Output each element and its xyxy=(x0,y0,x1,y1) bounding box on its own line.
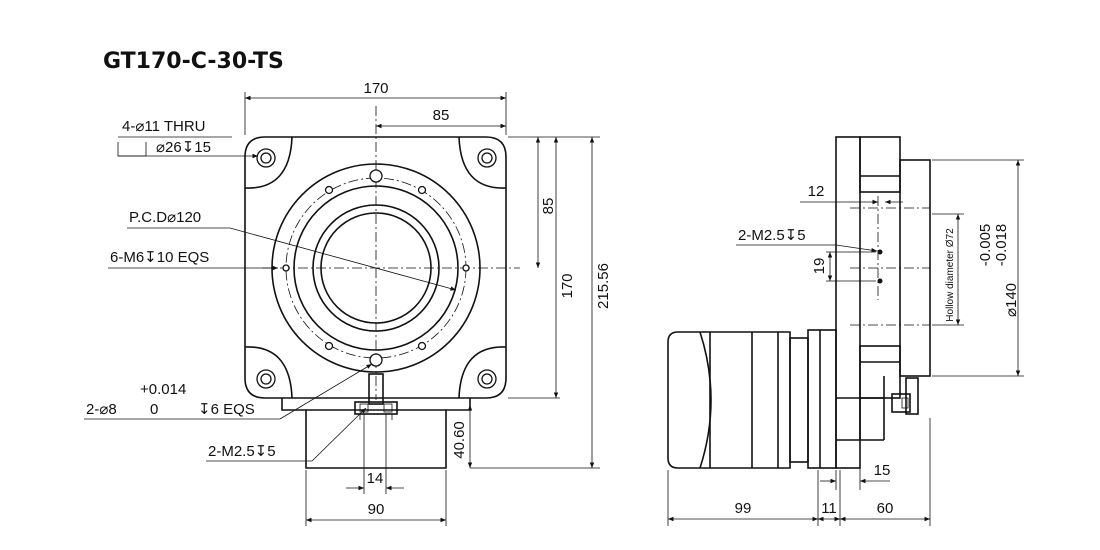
side-dim-12: 12 xyxy=(808,183,825,200)
hollow-diameter-label: Hollow diameter Ø72 xyxy=(945,228,956,322)
side-threads-callout: 2-M2.5↧5 xyxy=(738,227,806,244)
pcd-hole-ul xyxy=(324,185,334,195)
side-view: 12 2-M2.5↧5 19 Hollow diameter Ø72 ⌀140 … xyxy=(667,136,1024,526)
pcd-callout: P.C.D⌀120 xyxy=(129,209,201,226)
corner-recess-tr xyxy=(458,136,507,189)
connector-bracket xyxy=(354,373,398,420)
pcd-hole-ll xyxy=(324,341,334,351)
pin-tolerance-upper: +0.014 xyxy=(140,381,186,398)
pcd-hole-lr xyxy=(417,341,427,351)
dim-14: 14 xyxy=(367,470,384,487)
mount-holes-callout: 4-⌀11 THRU xyxy=(122,118,206,135)
dim-170-top: 170 xyxy=(363,80,388,97)
dim-90: 90 xyxy=(368,501,385,518)
flange-outline xyxy=(244,136,507,399)
side-dim-60: 60 xyxy=(877,500,894,517)
mount-hole-bl xyxy=(256,369,276,389)
side-connector xyxy=(891,377,919,415)
tapped-holes-callout: 6-M6↧10 EQS xyxy=(110,249,209,266)
dim-170-right: 170 xyxy=(559,273,576,298)
corner-recess-br xyxy=(458,346,507,399)
mount-hole-tr xyxy=(477,148,497,168)
tolerance-upper: -0.005 xyxy=(977,224,994,267)
tolerance-lower: -0.018 xyxy=(993,224,1010,267)
side-dim-11: 11 xyxy=(821,500,837,517)
mount-hole-br xyxy=(477,369,497,389)
pcd-hole-right xyxy=(462,264,470,272)
coupling xyxy=(789,329,837,469)
counterbore-callout: ⌀26↧15 xyxy=(156,139,211,156)
pcd-hole-top xyxy=(369,169,383,183)
pcd-hole-left xyxy=(282,264,290,272)
mount-hole-tl xyxy=(256,148,276,168)
side-dim-15: 15 xyxy=(874,462,891,479)
thread-hole-lower xyxy=(877,278,883,284)
pin-holes-callout: 2-⌀8 xyxy=(86,401,117,418)
motor-body xyxy=(667,331,791,469)
counterbore-symbol xyxy=(117,142,147,157)
thread-hole-upper xyxy=(877,249,883,255)
lower-body xyxy=(281,398,471,469)
side-dim-99: 99 xyxy=(735,500,752,517)
bottom-threads-callout: 2-M2.5↧5 xyxy=(208,443,276,460)
pin-tolerance-lower: 0 xyxy=(150,401,158,418)
corner-recess-tl xyxy=(244,136,293,189)
pin-depth-callout: ↧6 EQS xyxy=(198,401,255,418)
drawing-title: GT170-C-30-TS xyxy=(103,49,284,74)
side-flange xyxy=(835,136,931,469)
dim-40-60: 40.60 xyxy=(451,421,468,459)
dia-140-label: ⌀140 xyxy=(1003,283,1020,317)
side-dim-19: 19 xyxy=(811,258,828,275)
dim-85-top: 85 xyxy=(433,107,450,124)
front-view: 170 85 85 170 215.56 40.60 4-⌀11 THRU ⌀2… xyxy=(84,80,612,526)
dim-215-56: 215.56 xyxy=(595,263,612,309)
dim-85-right: 85 xyxy=(540,198,557,215)
corner-recess-bl xyxy=(244,346,293,399)
pcd-hole-bottom xyxy=(369,353,383,367)
pcd-hole-ur xyxy=(417,185,427,195)
